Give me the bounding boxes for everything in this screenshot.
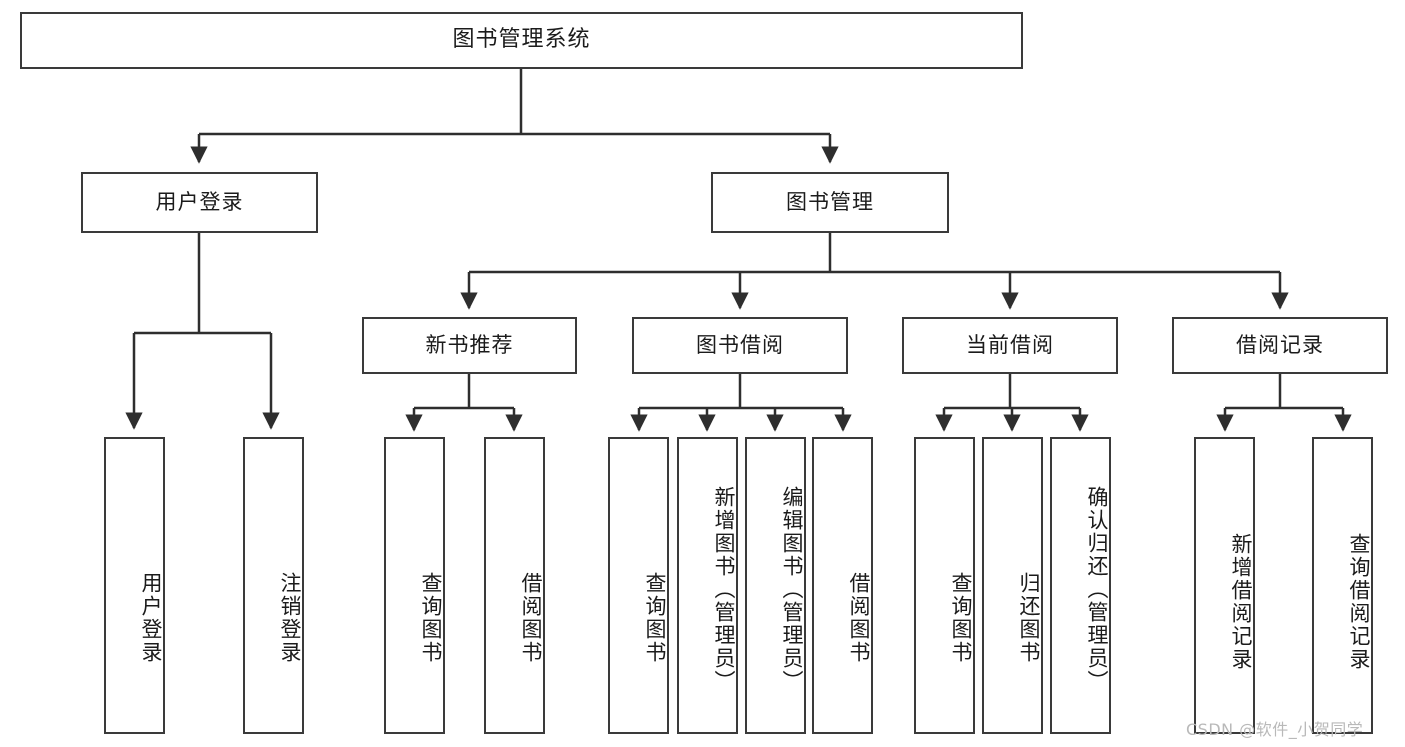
node-label: 当前借阅	[966, 332, 1054, 357]
leaf-borrow-record-add[interactable]: 新增借阅记录	[1194, 437, 1255, 734]
node-label: 借阅图书	[519, 571, 543, 664]
node-label: 查询图书	[643, 571, 667, 664]
leaf-book-borrow-query[interactable]: 查询图书	[608, 437, 669, 734]
leaf-book-borrow-borrow[interactable]: 借阅图书	[812, 437, 873, 734]
leaf-user-login-logout[interactable]: 注销登录	[243, 437, 304, 734]
node-label: 查询借阅记录	[1347, 532, 1371, 671]
node-label: 查询图书	[419, 571, 443, 664]
leaf-borrow-record-query[interactable]: 查询借阅记录	[1312, 437, 1373, 734]
leaf-new-book-borrow[interactable]: 借阅图书	[484, 437, 545, 734]
node-label: 注销登录	[278, 571, 302, 664]
node-root-system[interactable]: 图书管理系统	[20, 12, 1023, 69]
node-new-book-recommend[interactable]: 新书推荐	[362, 317, 577, 374]
node-label: 用户登录	[139, 571, 163, 664]
node-label: 用户登录	[155, 189, 244, 214]
leaf-book-borrow-edit[interactable]: 编辑图书（管理员）	[745, 437, 806, 734]
leaf-new-book-query[interactable]: 查询图书	[384, 437, 445, 734]
leaf-user-login-login[interactable]: 用户登录	[104, 437, 165, 734]
node-label: 编辑图书（管理员）	[780, 486, 804, 693]
leaf-current-borrow-return[interactable]: 归还图书	[982, 437, 1043, 734]
node-label: 新书推荐	[425, 332, 514, 357]
leaf-current-borrow-query[interactable]: 查询图书	[914, 437, 975, 734]
node-label: 新增借阅记录	[1229, 532, 1253, 671]
node-borrow-record[interactable]: 借阅记录	[1172, 317, 1388, 374]
node-label: 图书管理系统	[452, 27, 591, 53]
node-label: 查询图书	[949, 571, 973, 664]
node-label: 图书管理	[786, 189, 874, 214]
node-label: 借阅记录	[1236, 332, 1324, 357]
leaf-current-borrow-confirm[interactable]: 确认归还（管理员）	[1050, 437, 1111, 734]
node-label: 新增图书（管理员）	[712, 486, 736, 693]
node-user-login[interactable]: 用户登录	[81, 172, 318, 233]
node-label: 借阅图书	[847, 571, 871, 664]
node-label: 确认归还（管理员）	[1085, 486, 1109, 693]
leaf-book-borrow-add[interactable]: 新增图书（管理员）	[677, 437, 738, 734]
node-book-management[interactable]: 图书管理	[711, 172, 949, 233]
node-label: 归还图书	[1017, 571, 1041, 664]
node-book-borrow[interactable]: 图书借阅	[632, 317, 848, 374]
node-label: 图书借阅	[696, 332, 784, 357]
csdn-watermark: CSDN @软件_小贺同学	[1186, 720, 1364, 739]
node-current-borrow[interactable]: 当前借阅	[902, 317, 1118, 374]
